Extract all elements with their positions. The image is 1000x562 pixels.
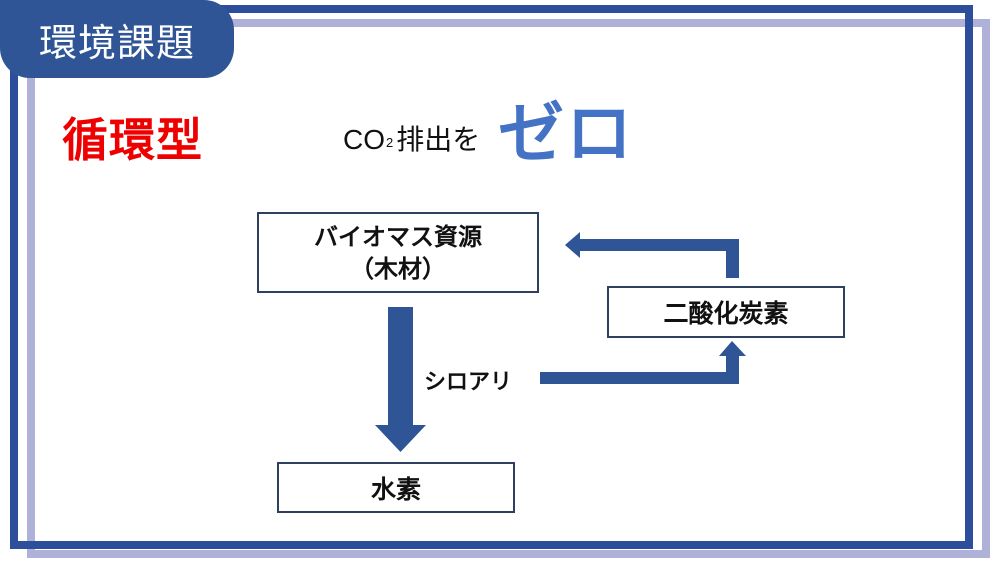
- arrow-co2-to-biomass: [565, 232, 739, 278]
- tagline-subscript: 2: [386, 135, 394, 150]
- node-carbon-dioxide-label: 二酸化炭素: [663, 299, 789, 328]
- node-carbon-dioxide: 二酸化炭素: [607, 286, 845, 338]
- page-title: 循環型: [62, 113, 203, 167]
- node-biomass: バイオマス資源 （木材）: [257, 212, 539, 293]
- tagline-prefix: CO: [343, 124, 385, 155]
- tagline-suffix: 排出を: [396, 124, 481, 155]
- node-hydrogen-label: 水素: [370, 474, 421, 504]
- node-biomass-title: バイオマス資源: [314, 222, 482, 251]
- decorative-frame-front: [10, 5, 973, 549]
- edge-label-termite: シロアリ: [424, 370, 513, 395]
- tagline-emphasis: ゼロ: [498, 95, 634, 172]
- decorative-frame-back: [27, 19, 990, 558]
- node-biomass-subtitle: （木材）: [350, 254, 446, 283]
- arrow-biomass-to-hydrogen: [375, 307, 426, 452]
- category-badge: 環境課題: [0, 0, 234, 78]
- arrow-termite-to-co2: [540, 341, 746, 384]
- category-badge-label: 環境課題: [38, 20, 195, 65]
- node-hydrogen: 水素: [277, 462, 515, 513]
